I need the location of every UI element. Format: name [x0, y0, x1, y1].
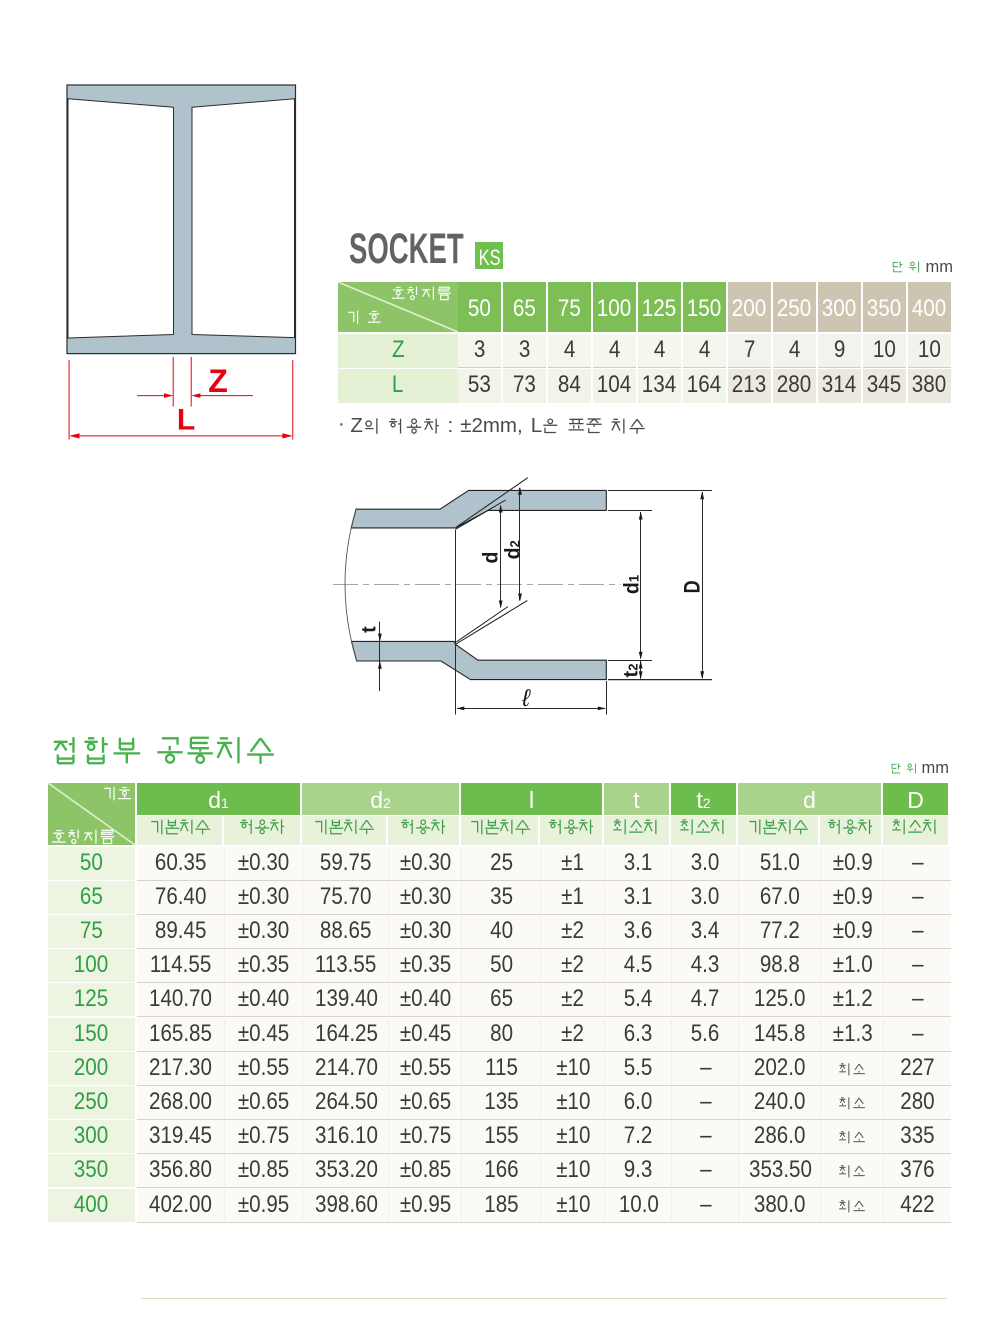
svg-text:t2: t2	[621, 664, 643, 678]
svg-text:d: d	[480, 552, 503, 564]
svg-text:t: t	[359, 626, 381, 633]
svg-text:Z: Z	[208, 363, 228, 399]
svg-text:d2: d2	[502, 540, 525, 559]
svg-text:d1: d1	[621, 574, 644, 594]
svg-text:L: L	[177, 404, 195, 437]
svg-text:ℓ: ℓ	[521, 685, 531, 712]
svg-text:D: D	[681, 580, 705, 593]
